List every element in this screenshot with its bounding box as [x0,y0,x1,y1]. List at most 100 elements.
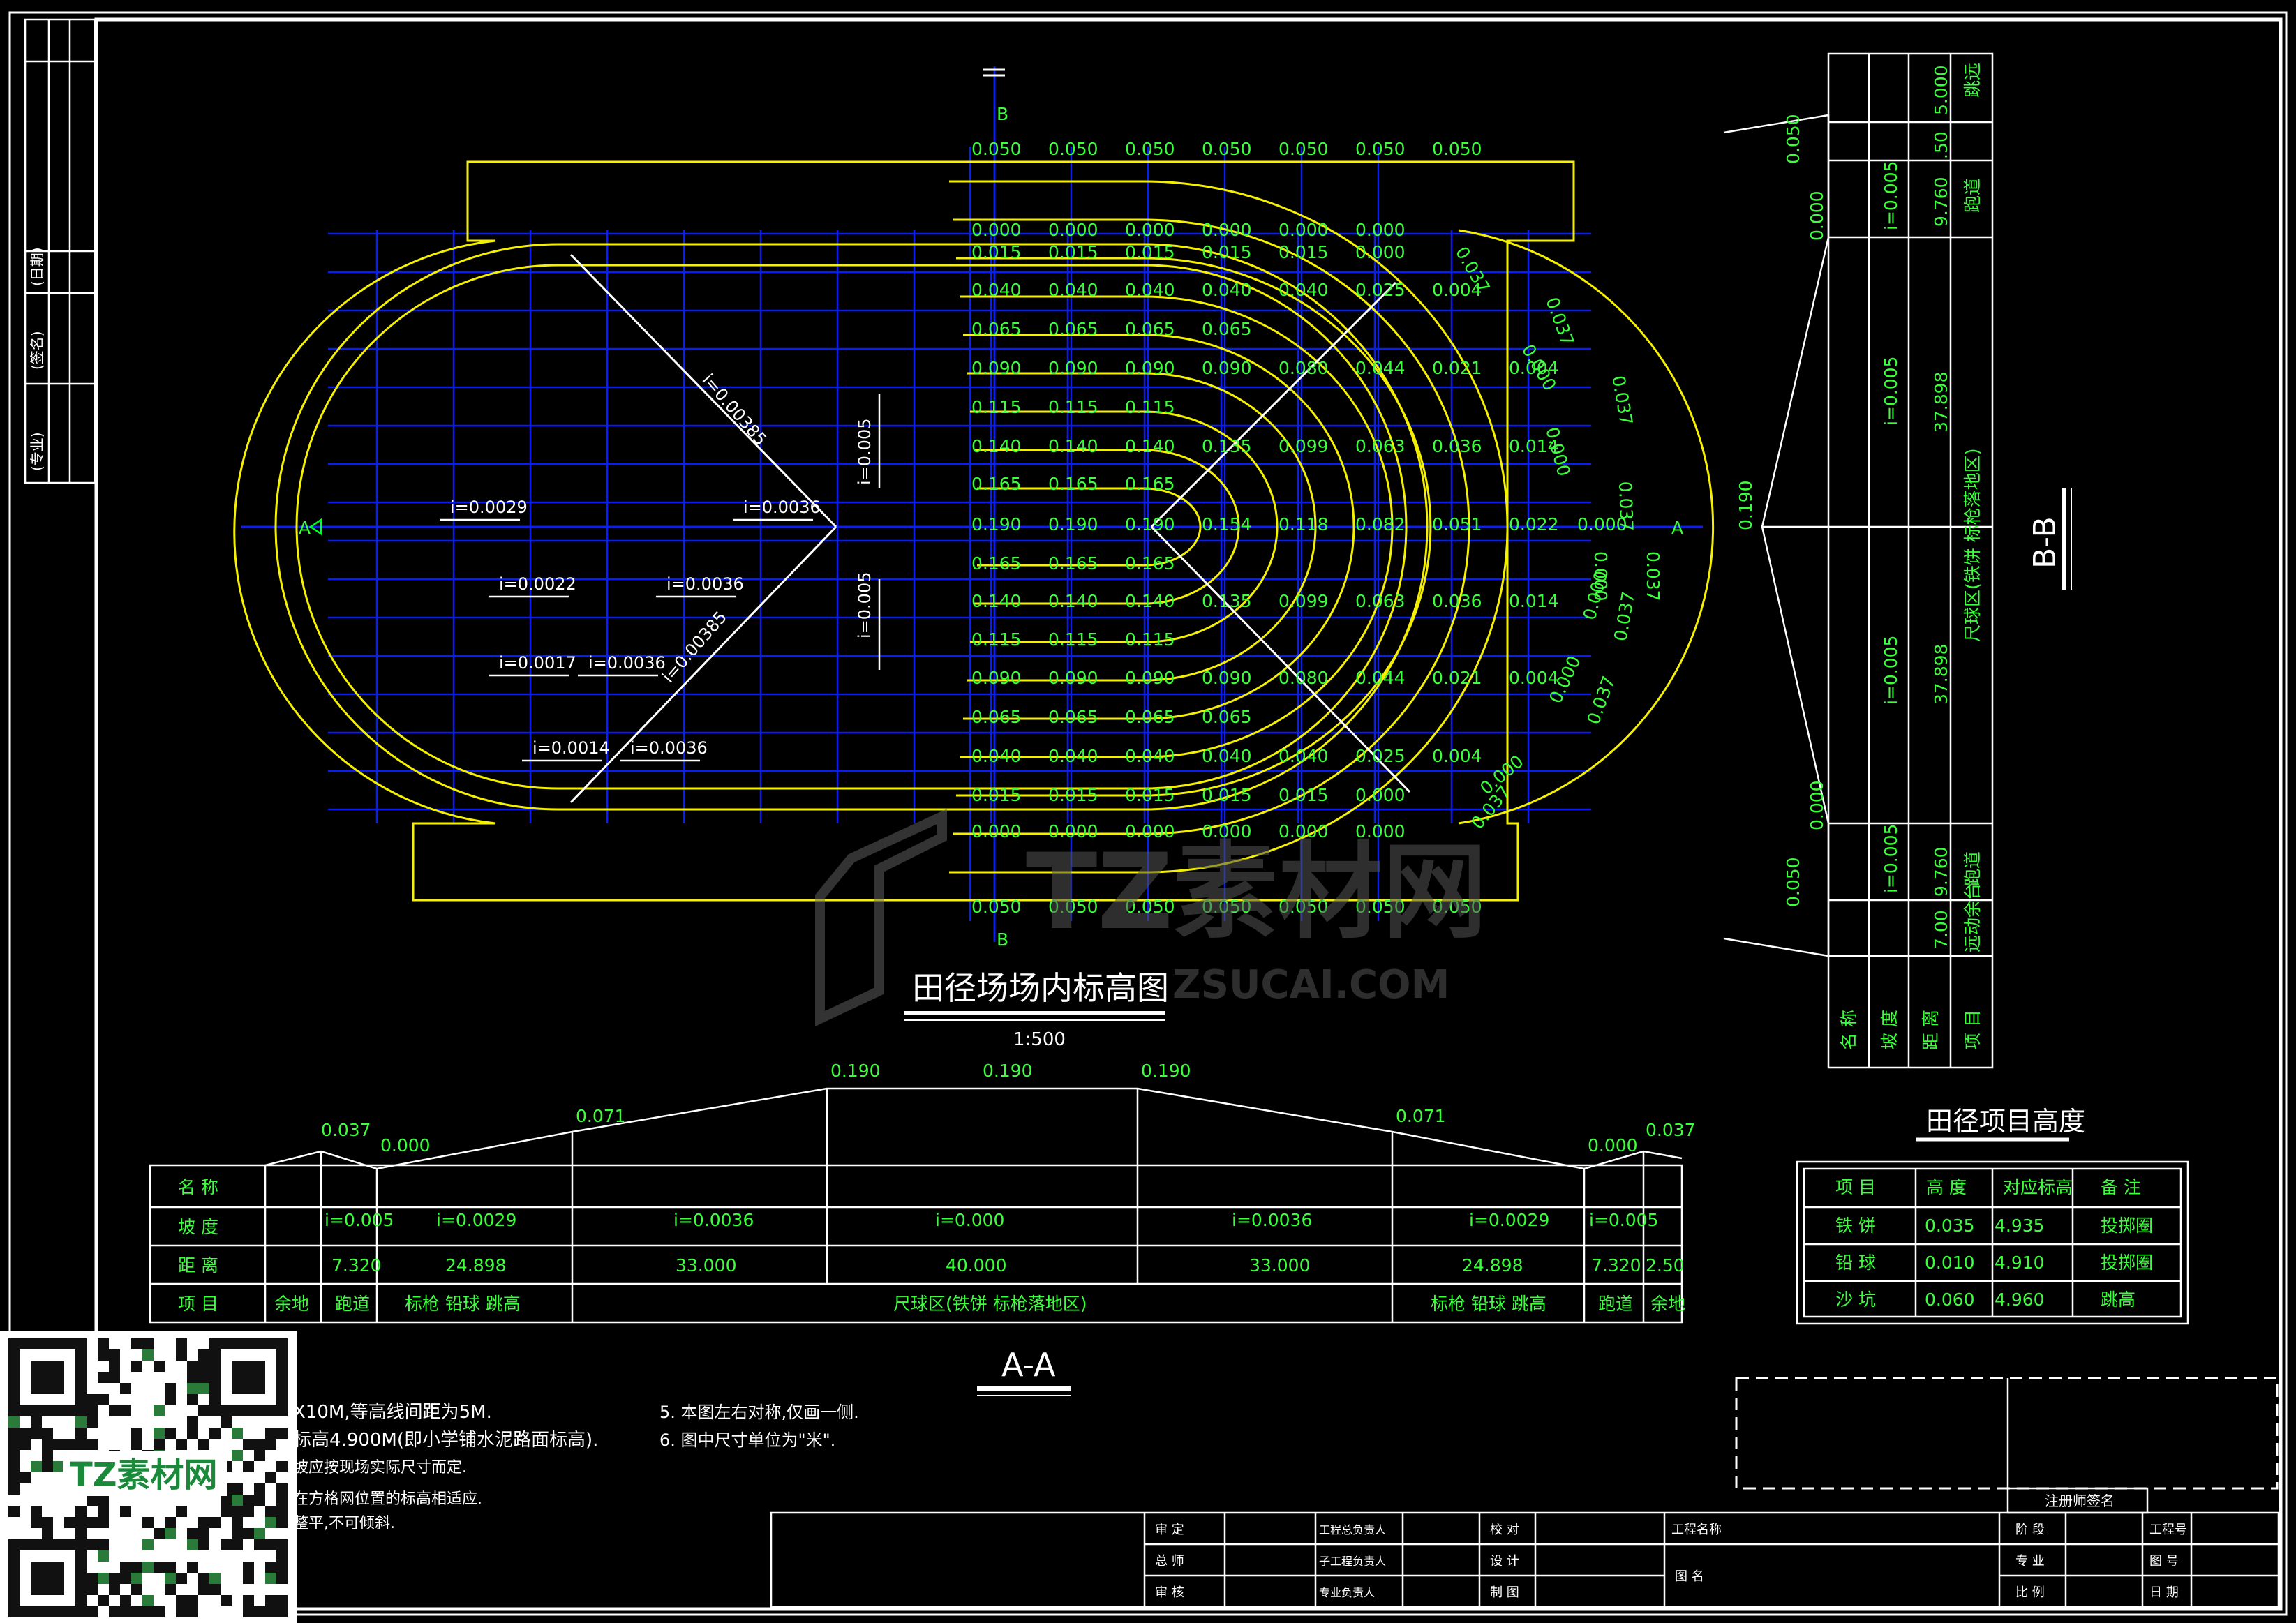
aa-slope: i=0.005 [1589,1210,1658,1230]
tb-label: 审 定 [1155,1523,1184,1537]
elevation-value: 0.014 [1509,436,1559,456]
elevation-value: 0.135 [1202,436,1252,456]
lane-arc [977,487,1202,567]
lane-arc [974,449,1240,605]
qr-module [98,1573,109,1584]
qr-module [53,1439,64,1450]
aa-slope: i=0.0029 [436,1210,516,1230]
qr-module [232,1495,243,1506]
height-table-cell: 0.035 [1925,1216,1975,1236]
section-bb: 0.050 0.000 0.190 0.000 0.050 5.000 .50 … [1723,52,2072,1069]
qr-module [276,1428,288,1439]
height-table-title: 田径项目高度 [1926,1106,2085,1137]
qr-module [232,1483,243,1495]
qr-module [20,1428,31,1439]
plan-scale: 1:500 [1013,1029,1066,1050]
aa-dist: 7.320 [331,1255,382,1276]
qr-module [176,1573,187,1584]
height-table-cell: 铅 球 [1835,1252,1876,1273]
qr-module [87,1416,98,1428]
bb-elev: 0.190 [1736,480,1756,530]
section-marker-b-top: B [997,104,1008,124]
qr-module [109,1606,120,1617]
elevation-value: 0.015 [971,785,1022,805]
note: 坡应按现场实际尺寸而定. [293,1459,467,1476]
aa-row-head: 坡 度 [178,1217,218,1237]
qr-module [165,1528,176,1539]
elevation-value: 0.015 [1279,785,1329,805]
qr-module [131,1338,142,1349]
aa-row-head: 名 称 [178,1177,218,1197]
elevation-value: 0.000 [1125,821,1175,842]
elevation-value: 0.025 [1355,280,1406,300]
elevation-value: 0.000 [1048,220,1098,240]
plan-title: 田径场场内标高图 [912,969,1169,1007]
side-binding-block: (日期) (签名) (专业) [24,18,96,484]
qr-module [187,1372,198,1383]
aa-item: 尺球区(铁饼 标枪落地区) [893,1294,1087,1314]
elevation-value: 0.115 [971,629,1022,650]
qr-module [87,1517,98,1528]
bb-dist: 5.000 [1931,65,1951,115]
qr-module [265,1439,276,1450]
slope-label: i=0.0036 [588,653,666,673]
qr-module [165,1394,176,1405]
qr-module [265,1428,276,1439]
qr-module [131,1584,142,1595]
elevation-value: 0.050 [1432,897,1482,917]
aa-slope: i=0.0029 [1469,1210,1549,1230]
qr-module [142,1349,154,1361]
qr-module [254,1606,265,1617]
arc-elevation-value: 0.037 [1643,551,1663,601]
qr-module [142,1606,154,1617]
elevation-value: 0.165 [1125,474,1175,494]
bb-item: 跑道 [1962,851,1983,886]
elevation-value: 0.015 [1202,785,1252,805]
aa-title: A-A [1001,1346,1056,1384]
qr-module [75,1416,87,1428]
qr-module [31,1428,42,1439]
qr-module [276,1539,288,1550]
qr-module [87,1573,98,1584]
bb-item: 远动余台 [1962,883,1983,952]
qr-module [64,1439,75,1450]
qr-module [198,1584,209,1595]
qr-module [243,1562,254,1573]
height-table-cell: 0.060 [1925,1289,1975,1310]
elevation-value: 0.015 [1048,242,1098,262]
qr-module [265,1606,276,1617]
qr-module [75,1517,87,1528]
qr-module [209,1517,221,1528]
qr-module [8,1461,20,1472]
qr-module [87,1439,98,1450]
qr-module [276,1517,288,1528]
qr-module [98,1595,109,1606]
aa-dist: 2.50 [1646,1255,1685,1276]
note: 6. 图中尺寸单位为"米". [659,1430,835,1450]
arc-elevation-value: 0.037 [1615,481,1637,532]
elevation-value: 0.000 [1355,220,1406,240]
elevation-value: 0.090 [971,358,1022,378]
slope-label: i=0.0022 [499,574,576,594]
qr-module [131,1439,142,1450]
elevation-value: 0.021 [1432,668,1482,688]
arc-elevation-value: 0.000 [1590,551,1611,601]
qr-module [232,1450,243,1461]
elevation-value: 0.000 [1355,242,1406,262]
bb-slope: i=0.005 [1881,636,1901,705]
track-outline [233,160,1715,902]
ht-header: 高 度 [1926,1177,1967,1197]
elevation-value: 0.050 [1125,139,1175,159]
elevation-value: 0.015 [1125,785,1175,805]
elevation-value: 0.165 [971,474,1022,494]
elevation-value: 0.135 [1202,591,1252,611]
elevation-value: 0.000 [1577,514,1627,534]
qr-module [142,1562,154,1573]
slope-label: i=0.0014 [532,738,610,758]
elevation-value: 0.040 [1048,746,1098,766]
slope-label: i=0.005 [855,572,874,638]
aa-item: 余地 [1650,1294,1685,1314]
bb-dist: 9.760 [1931,846,1951,897]
elevation-value: 0.050 [971,897,1022,917]
